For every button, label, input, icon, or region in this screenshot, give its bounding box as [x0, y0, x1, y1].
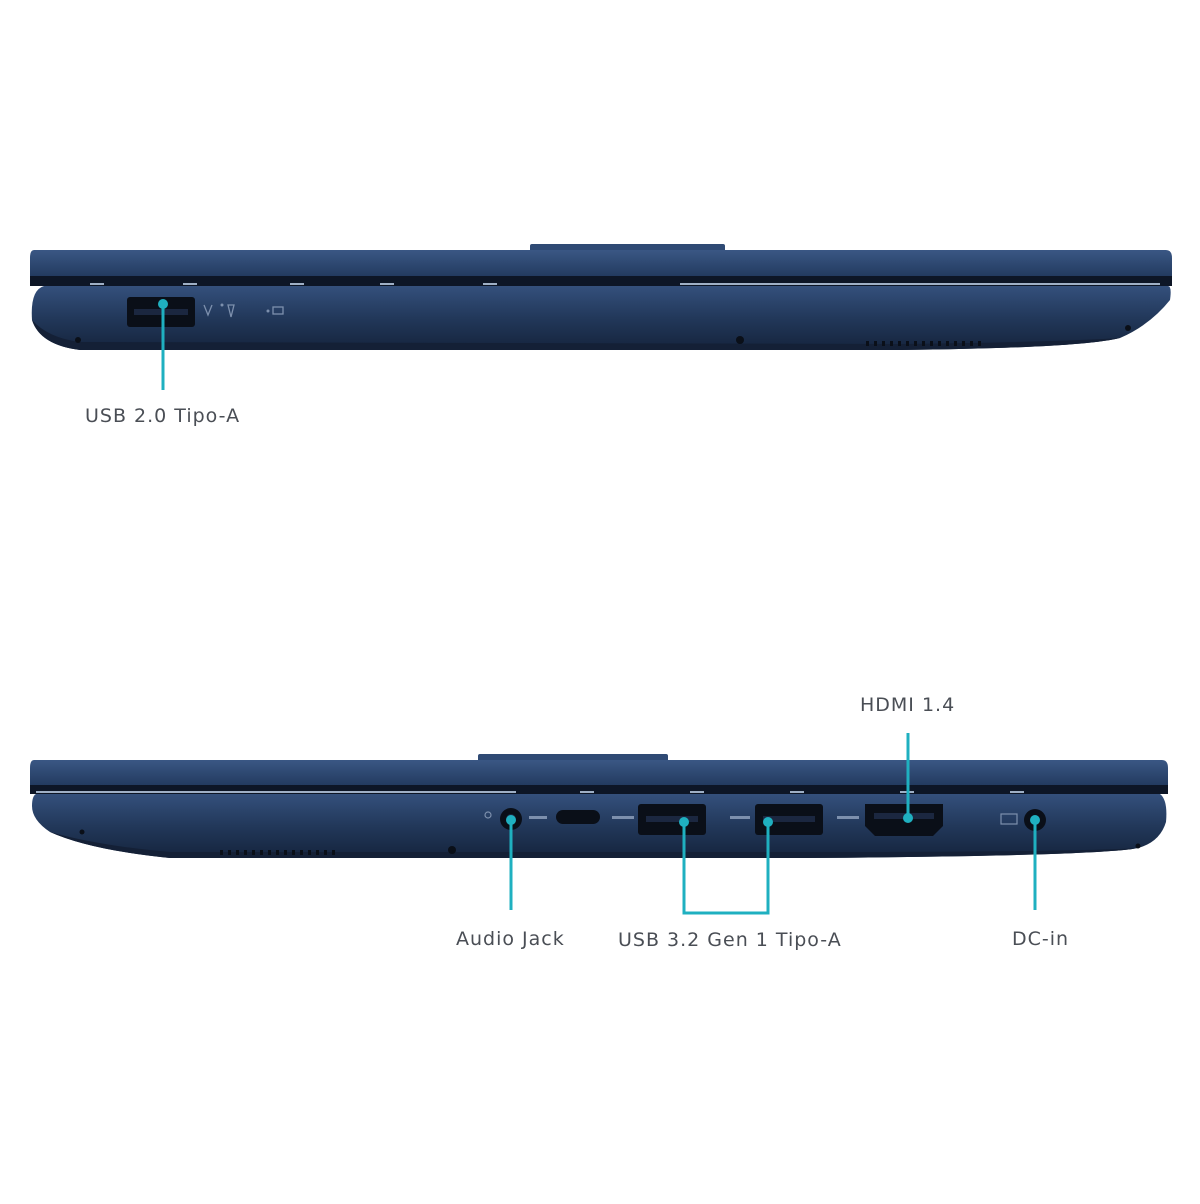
lid-gap: [30, 785, 1168, 794]
left-side-view: [30, 244, 1172, 390]
led-icons: [203, 304, 284, 318]
screw-hole: [736, 336, 744, 344]
audio-jack-label: Audio Jack: [456, 928, 565, 950]
speaker-grill: [220, 850, 335, 855]
lid: [30, 760, 1168, 785]
usb2-label: USB 2.0 Tipo-A: [85, 405, 241, 427]
usb2-callout: [158, 299, 168, 390]
lid-gap: [30, 276, 1172, 286]
port-icons: [529, 813, 1018, 825]
base: [31, 286, 1171, 350]
dc-in-label: DC-in: [1012, 928, 1070, 950]
usb3-callout: [679, 817, 773, 915]
usb3-label: USB 3.2 Gen 1 Tipo-A: [618, 929, 842, 951]
gap-highlights: [90, 283, 1160, 285]
speaker-grill: [866, 341, 981, 346]
screw-hole: [448, 846, 456, 854]
right-side-view: [30, 733, 1168, 915]
hdmi-callout: [903, 733, 913, 823]
hdmi-label: HDMI 1.4: [860, 694, 956, 716]
usbc-port: [556, 810, 600, 824]
dc-callout: [1030, 815, 1040, 910]
audio-callout: [506, 815, 516, 910]
base: [32, 794, 1167, 858]
lid: [30, 250, 1172, 276]
